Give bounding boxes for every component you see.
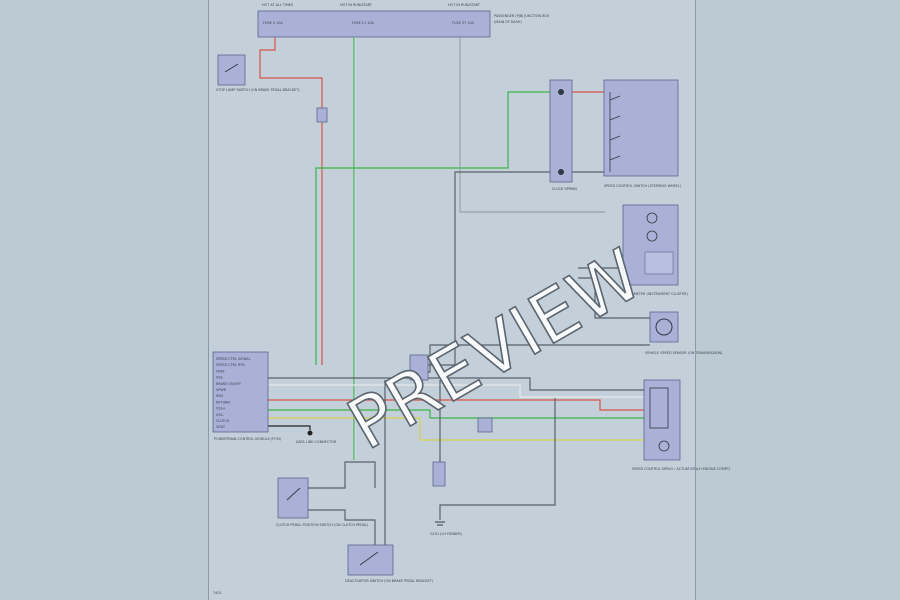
pcm-pin-label: VSS+ <box>216 407 226 411</box>
speedometer-label: SPEEDOMETER (INSTRUMENT CLUSTER) <box>620 292 688 296</box>
deactivator-body <box>347 544 394 576</box>
wire-gray-signal <box>420 171 560 366</box>
data-link-label: DATA LINK CONNECTOR <box>296 440 337 444</box>
speedometer: SPEEDOMETER (INSTRUMENT CLUSTER) <box>620 204 688 296</box>
ground-label: G101 (LH FENDER) <box>430 532 463 536</box>
speed-control-servo: SPEED CONTROL SERVO / ACTUATOR (LH ENGIN… <box>632 379 731 471</box>
wire-pcm-red <box>268 399 645 411</box>
clockspring-body <box>549 79 573 183</box>
pcm-body <box>212 351 269 433</box>
pcm-pin-label: CLUTCH <box>216 419 230 423</box>
servo-label: SPEED CONTROL SERVO / ACTUATOR (LH ENGIN… <box>632 467 731 471</box>
wire-clutch-2 <box>308 509 376 545</box>
inline-connector-c3 <box>477 417 493 433</box>
feed-1-label: HOT AT ALL TIMES <box>262 3 293 7</box>
clutch-switch-label: CLUTCH PEDAL POSITION SWITCH (ON CLUTCH … <box>276 523 369 527</box>
clutch-switch: CLUTCH PEDAL POSITION SWITCH (ON CLUTCH … <box>276 477 369 527</box>
wire-pcm-1 <box>268 377 645 391</box>
pcm-pin-label: IPAS <box>216 394 223 398</box>
stop-lamp-switch-body <box>217 54 246 86</box>
stop-lamp-switch: STOP LAMP SWITCH (ON BRAKE PEDAL BRACKET… <box>216 54 300 92</box>
wire-green-clockspring <box>315 91 560 365</box>
deactivator-label: DEACTIVATOR SWITCH (ON BRAKE PEDAL BRACK… <box>345 579 434 583</box>
wire-pcm-2 <box>268 384 645 398</box>
footer-code: 7401 <box>213 591 222 595</box>
deactivator-switch: DEACTIVATOR SWITCH (ON BRAKE PEDAL BRACK… <box>345 544 434 583</box>
vss-body <box>649 311 679 343</box>
stop-lamp-switch-label: STOP LAMP SWITCH (ON BRAKE PEDAL BRACKET… <box>216 88 300 92</box>
wires <box>259 37 650 550</box>
wire-vss-sensor <box>578 277 650 319</box>
clockspring-label: CLOCK SPRING <box>552 187 578 191</box>
watermark-preview: PREVIEW <box>334 233 656 466</box>
wire-clutch-1 <box>308 461 376 489</box>
feed-2-label: HOT IN RUN/START <box>340 3 373 7</box>
inline-connector-c4 <box>432 461 446 487</box>
pcm-pin-label: VSS <box>216 376 223 380</box>
vss-label: VEHICLE SPEED SENSOR (ON TRANSMISSION) <box>645 351 723 355</box>
wire-pcm-yellow <box>268 417 645 441</box>
wire-pcm-green <box>268 409 645 419</box>
pcm-label: POWERTRAIN CONTROL MODULE (PCM) <box>214 437 282 441</box>
ground-g101: G101 (LH FENDER) <box>430 521 463 536</box>
clutch-switch-body <box>277 477 309 519</box>
junction-box-body <box>257 10 491 38</box>
vehicle-speed-sensor: VEHICLE SPEED SENSOR (ON TRANSMISSION) <box>645 311 723 355</box>
pcm-pin-label: VSS- <box>216 413 225 417</box>
pcm: SPEED CTRL SIGNAL SPEED CTRL RTN VREF VSS BR… <box>212 351 282 441</box>
inline-connector-c2 <box>409 354 429 381</box>
junction-box-subtitle: (MAIN OF DASH) <box>494 20 522 24</box>
speed-control-switch-body <box>603 79 679 177</box>
pcm-pin-label: BRAKE ON/OFF <box>216 382 241 386</box>
clockspring: CLOCK SPRING <box>549 79 578 191</box>
pcm-pin-label: VPWR <box>216 388 227 392</box>
wire-red-stop-lamp <box>259 37 323 365</box>
feed-3-label: HOT IN RUN/START <box>448 3 481 7</box>
fuse-2-label: FUSE 11 10A <box>352 21 375 25</box>
wire-ground <box>439 398 556 520</box>
speed-control-switch-label: SPEED CONTROL SWITCH (STEERING WHEEL) <box>604 184 682 188</box>
pcm-pin-label: VREF <box>216 369 225 373</box>
speed-control-switch: SPEED CONTROL SWITCH (STEERING WHEEL) <box>603 79 682 188</box>
fuse-3-label: FUSE 37 10A <box>452 21 475 25</box>
pcm-pin-label: RETURN <box>216 400 230 404</box>
inline-connector-c1 <box>316 107 328 123</box>
pcm-pin-label: SPEED CTRL SIGNAL <box>216 357 251 361</box>
junction-box: HOT AT ALL TIMES HOT IN RUN/START HOT IN… <box>257 3 550 38</box>
data-link-connector: DATA LINK CONNECTOR <box>296 430 337 444</box>
junction-box-title: PASSENGER (PJB) JUNCTION BOX <box>494 14 550 18</box>
pcm-pin-label: VENT <box>216 425 226 429</box>
wire-data-link <box>268 425 311 430</box>
fuse-1-label: FUSE 4 10A <box>263 21 283 25</box>
servo-body <box>643 379 681 461</box>
wire-gray-fuse3 <box>459 37 605 213</box>
pcm-pin-label: SPEED CTRL RTN <box>216 363 245 367</box>
